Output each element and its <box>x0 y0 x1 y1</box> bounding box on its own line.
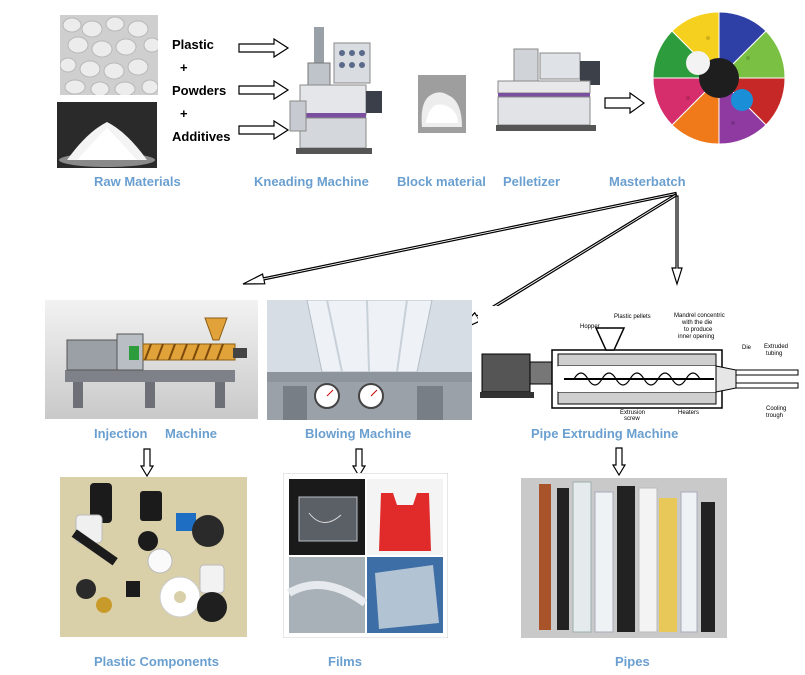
injection-caption: Injection <box>94 426 148 441</box>
plastic-components-photo <box>60 477 247 637</box>
plastic-label: Plastic <box>172 37 214 52</box>
down-arrow <box>140 448 154 478</box>
blowing-machine-photo <box>267 300 472 420</box>
raw-pellets-photo <box>60 15 158 95</box>
raw-materials-caption: Raw Materials <box>94 174 181 189</box>
raw-powder-photo <box>57 102 157 168</box>
svg-text:Hopper: Hopper <box>580 324 600 330</box>
injection-machine-photo <box>45 300 258 419</box>
films-photo <box>283 473 448 638</box>
svg-text:Mandrel concentric: Mandrel concentric <box>674 313 725 319</box>
svg-text:screw: screw <box>624 416 640 420</box>
pelletizer-caption: Pelletizer <box>503 174 561 189</box>
pipes-photo <box>521 478 727 638</box>
powders-label: Powders <box>172 83 227 98</box>
plastic-components-caption: Plastic Components <box>94 654 219 669</box>
kneading-machine-caption: Kneading Machine <box>254 174 369 189</box>
films-caption: Films <box>328 654 362 669</box>
down-arrow <box>352 448 366 478</box>
additives-label: Additives <box>172 129 231 144</box>
blowing-machine-caption: Blowing Machine <box>305 426 412 441</box>
extruder-labels: Hopper Plastic pellets Mandrel concentri… <box>580 313 788 420</box>
plus-sign: + <box>180 106 188 121</box>
svg-text:with the die: with the die <box>681 320 713 326</box>
svg-text:to produce: to produce <box>684 327 713 333</box>
pipes-caption: Pipes <box>615 654 650 669</box>
down-arrow <box>612 447 626 477</box>
block-material-photo <box>418 75 466 133</box>
svg-text:Heaters: Heaters <box>678 410 699 416</box>
to-masterbatch-arrow <box>604 92 646 114</box>
pelletizer-photo <box>494 45 604 133</box>
svg-text:Extrusion: Extrusion <box>620 410 645 416</box>
pipe-extruder-diagram: Hopper Plastic pellets Mandrel concentri… <box>478 306 800 420</box>
masterbatch-caption: Masterbatch <box>609 174 686 189</box>
block-material-caption: Block material <box>397 174 486 189</box>
masterbatch-pellets <box>652 11 786 145</box>
svg-text:Extruded: Extruded <box>764 344 788 350</box>
svg-text:Plastic pellets: Plastic pellets <box>614 314 651 320</box>
svg-text:Cooling: Cooling <box>766 406 786 412</box>
masterbatch-photo <box>638 8 800 148</box>
svg-text:Die: Die <box>742 345 752 351</box>
kneading-machine-photo <box>286 25 384 155</box>
svg-text:trough: trough <box>766 413 783 419</box>
input-arrows <box>238 38 290 141</box>
svg-text:inner opening: inner opening <box>678 334 714 340</box>
plus-sign: + <box>180 60 188 75</box>
machine-caption: Machine <box>165 426 218 441</box>
svg-text:tubing: tubing <box>766 351 782 357</box>
pipe-extruding-machine-caption: Pipe Extruding Machine <box>531 426 679 441</box>
